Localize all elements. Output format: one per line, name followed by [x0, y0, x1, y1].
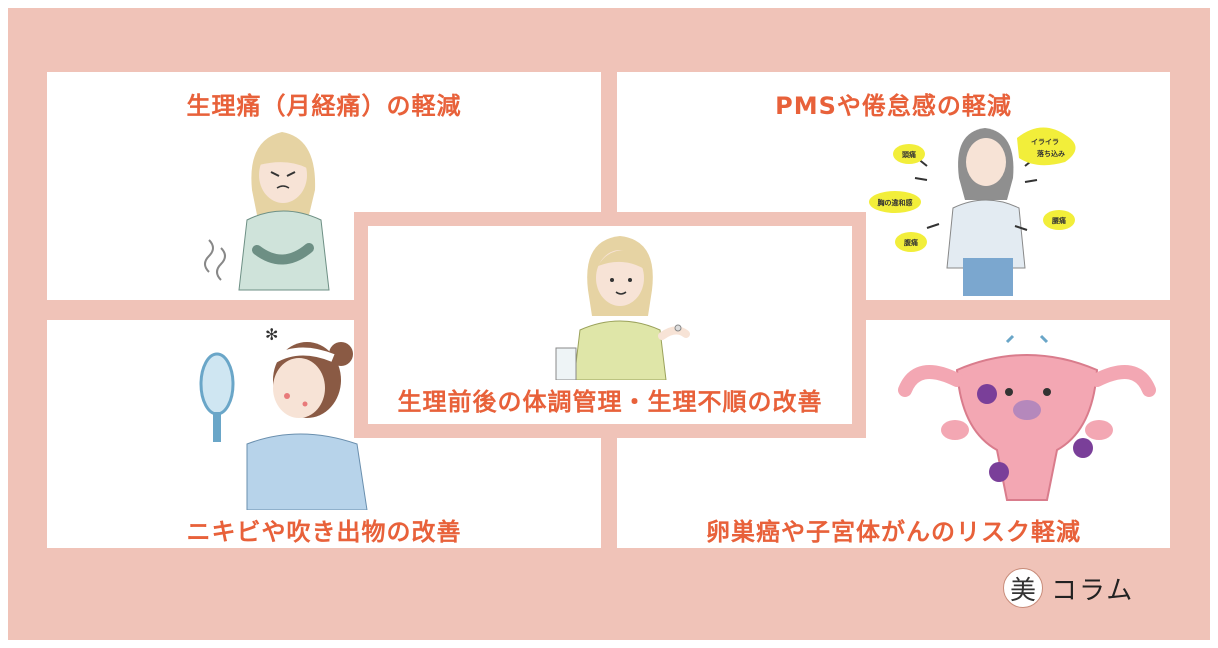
woman-mirror-illustration: ✻: [199, 325, 368, 510]
symptom-bubble: 落ち込み: [1037, 149, 1065, 158]
card-menstrual-pain: 生理痛（月経痛）の軽減: [47, 72, 601, 300]
card-title: 生理痛（月経痛）の軽減: [186, 92, 462, 120]
woman-cramps-illustration: [204, 132, 330, 291]
symptom-bubble: 腹痛: [903, 238, 918, 247]
svg-text:✻: ✻: [265, 325, 278, 344]
card-title: 生理前後の体調管理・生理不順の改善: [397, 388, 823, 416]
logo-text: コラム: [1051, 575, 1135, 606]
logo-mark: 美: [1003, 568, 1043, 608]
symptom-bubble: 胸の違和感: [878, 198, 913, 207]
card-title: 卵巣癌や子宮体がんのリスク軽減: [706, 518, 1081, 546]
card-title: PMSや倦怠感の軽減: [775, 92, 1012, 120]
bikoramu-logo: 美 コラム: [1003, 568, 1134, 608]
symptom-bubble: イライラ: [1031, 138, 1059, 146]
uterus-illustration: [898, 334, 1156, 501]
woman-supplement-illustration: [555, 236, 690, 380]
card-title: ニキビや吹き出物の改善: [186, 518, 462, 546]
woman-pms-illustration: 頭痛 イライラ 落ち込み 胸の違和感 腰痛 腹痛: [869, 127, 1076, 296]
symptom-bubble: 頭痛: [902, 150, 916, 159]
symptom-bubble: 腰痛: [1051, 216, 1066, 225]
card-cycle-management: 生理前後の体調管理・生理不順の改善: [368, 226, 852, 424]
